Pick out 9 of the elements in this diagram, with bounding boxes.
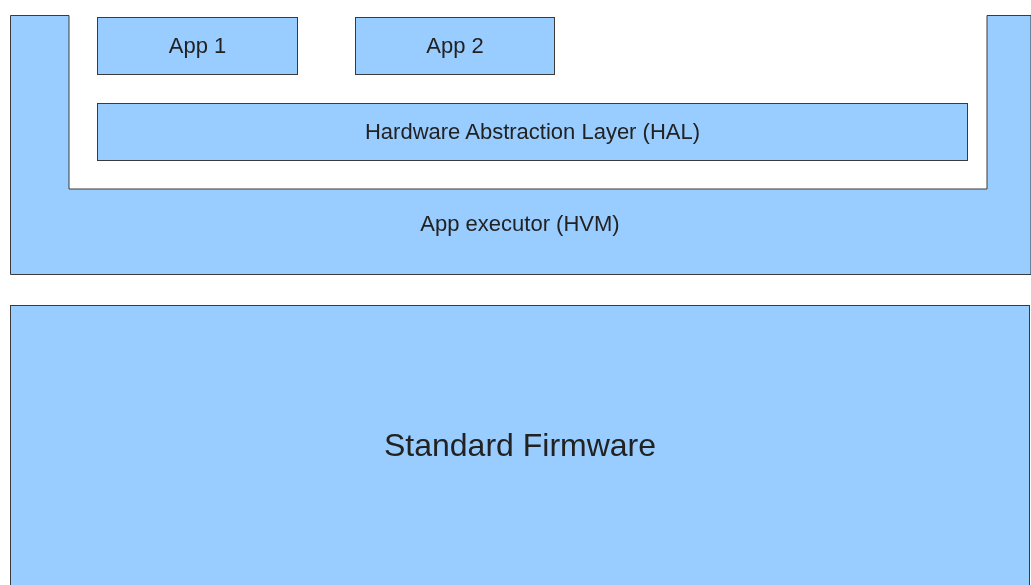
layer-box (97, 17, 298, 75)
layer-label: Hardware Abstraction Layer (HAL) (365, 119, 700, 145)
layer-label: Standard Firmware (383, 427, 657, 464)
layer-label: App executor (HVM) (419, 211, 621, 237)
layer-label: App 1 (168, 33, 227, 59)
layer-box (10, 305, 1030, 585)
layer-box (97, 103, 968, 161)
layer-box (355, 17, 555, 75)
layer-label: App 2 (426, 33, 484, 59)
